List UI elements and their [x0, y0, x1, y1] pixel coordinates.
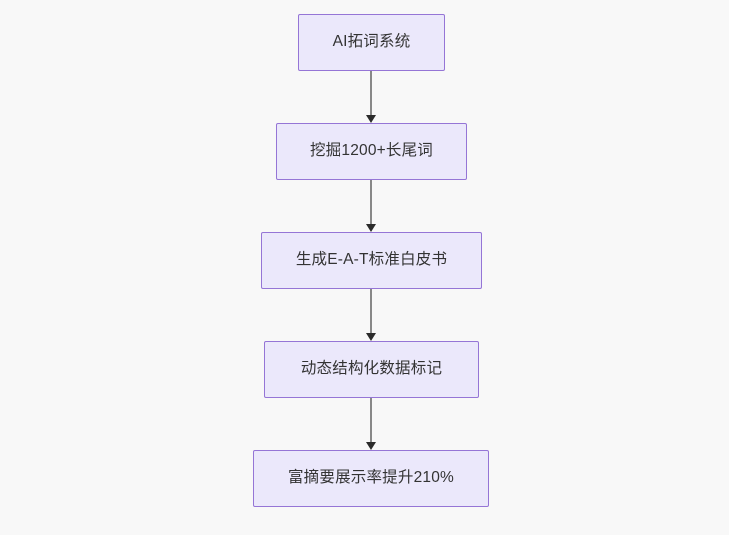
flow-node-label: 动态结构化数据标记: [300, 360, 443, 378]
edge-line: [370, 71, 372, 115]
flow-node-label: 挖掘1200+长尾词: [309, 142, 434, 160]
flow-edge-1-to-2: [341, 71, 401, 123]
flow-node-label: 生成E-A-T标准白皮书: [295, 251, 448, 269]
edge-line: [370, 398, 372, 442]
flow-node-ai-keyword-system[interactable]: AI拓词系统: [298, 14, 445, 71]
arrowhead-icon: [366, 224, 376, 232]
flow-edge-3-to-4: [341, 289, 401, 341]
flow-node-rich-snippet-result[interactable]: 富摘要展示率提升210%: [253, 450, 489, 507]
flow-node-label: 富摘要展示率提升210%: [287, 469, 455, 487]
arrowhead-icon: [366, 442, 376, 450]
edge-line: [370, 180, 372, 224]
flow-node-structured-data-markup[interactable]: 动态结构化数据标记: [264, 341, 479, 398]
flow-edge-4-to-5: [341, 398, 401, 450]
arrowhead-icon: [366, 333, 376, 341]
edge-line: [370, 289, 372, 333]
flow-node-longtail-keywords[interactable]: 挖掘1200+长尾词: [276, 123, 467, 180]
flow-edge-2-to-3: [341, 180, 401, 232]
flow-node-eat-whitepaper[interactable]: 生成E-A-T标准白皮书: [261, 232, 482, 289]
arrowhead-icon: [366, 115, 376, 123]
flow-node-label: AI拓词系统: [332, 33, 411, 51]
